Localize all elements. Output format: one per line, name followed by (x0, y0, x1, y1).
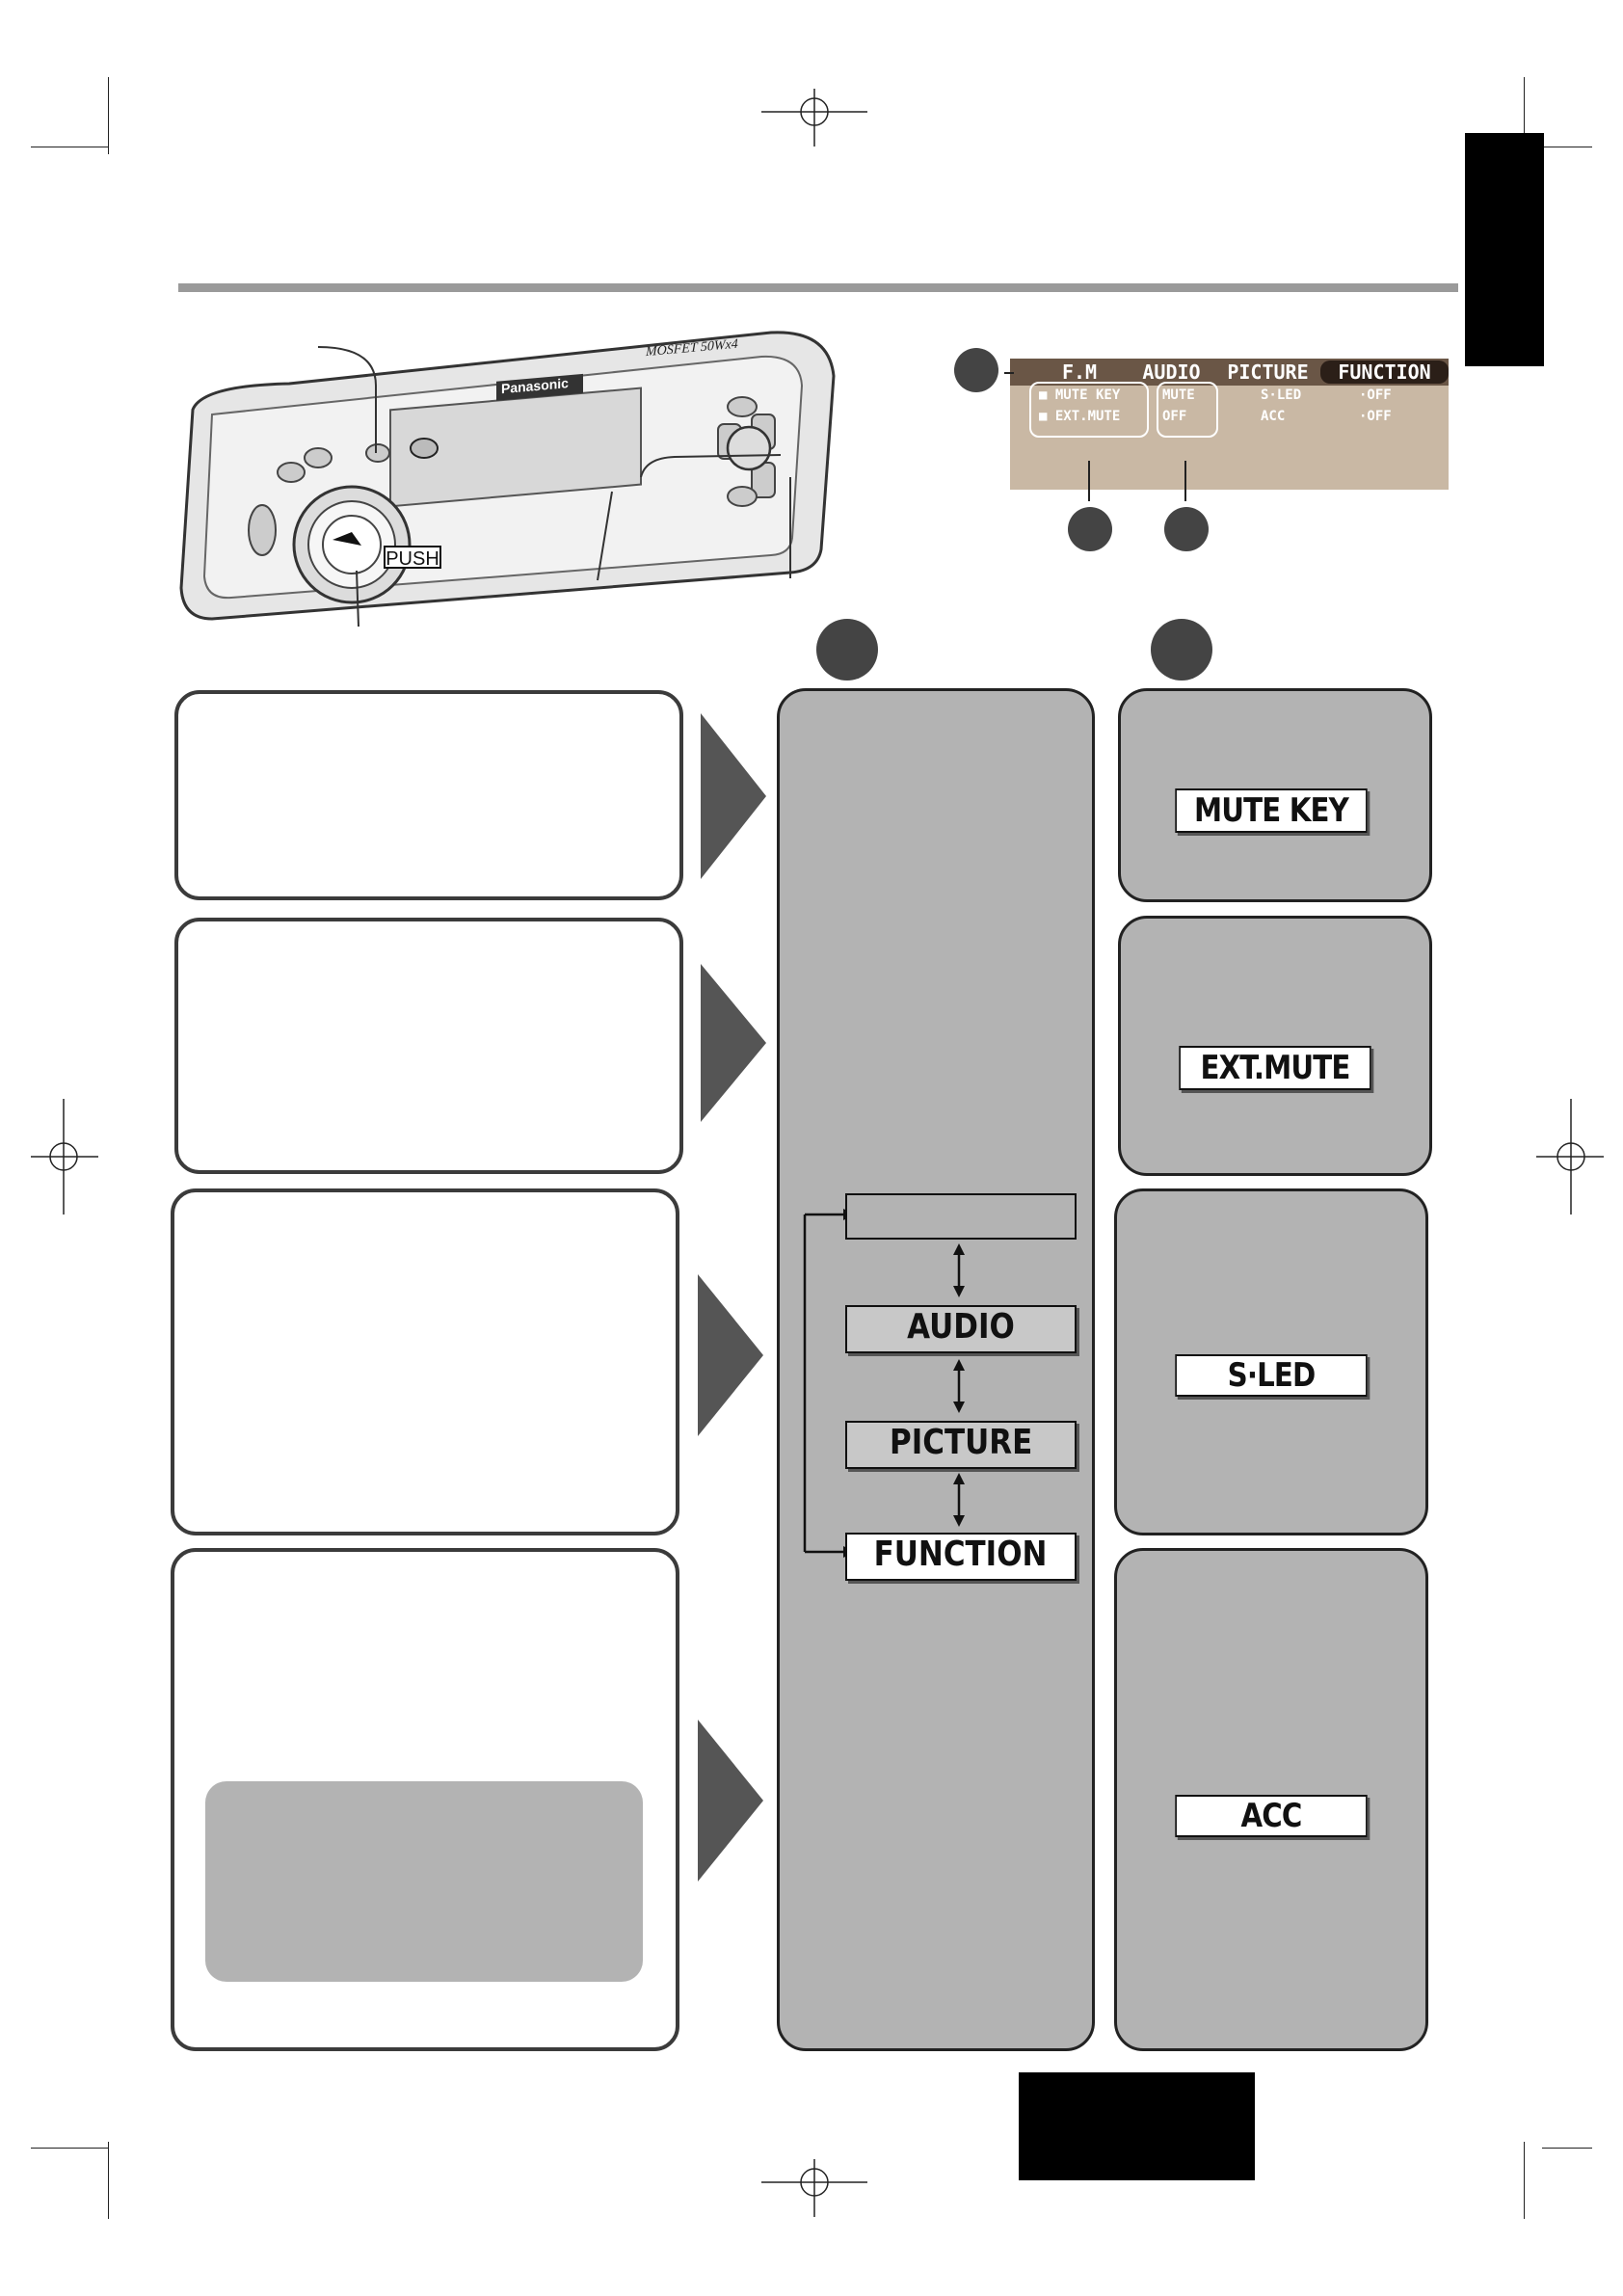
crop-mark (1524, 77, 1525, 154)
setting-label-mute-key: MUTE KEY (1175, 788, 1368, 833)
crop-mark (108, 2142, 109, 2219)
crop-mark (1524, 2142, 1525, 2219)
brand-logo: Panasonic (501, 375, 569, 396)
step-box-2 (174, 918, 683, 1174)
step-arrow-4 (698, 1720, 763, 1882)
crop-mark (1542, 2148, 1592, 2149)
mode-cycle-arrows (803, 1209, 965, 1558)
page-number-box (1019, 2072, 1255, 2180)
lcd-row1-item: ■ MUTE KEY (1039, 387, 1121, 403)
column-dot-setting (1151, 619, 1212, 681)
setting-label-acc: ACC (1175, 1795, 1368, 1837)
step-arrow-1 (701, 713, 766, 879)
mode-item-blank (845, 1193, 1077, 1240)
registration-mark-right (1536, 1099, 1604, 1215)
setting-label-ext-mute: EXT.MUTE (1179, 1046, 1371, 1090)
registration-mark-top (761, 89, 867, 147)
callout-dot-3 (1164, 507, 1209, 551)
lcd-row1-item2: S·LED (1261, 387, 1302, 403)
lcd-row2-value2: ·OFF (1359, 409, 1392, 424)
crop-mark (31, 2148, 108, 2149)
callout-dot-1 (954, 348, 998, 392)
lcd-row2-item: ■ EXT.MUTE (1039, 409, 1121, 424)
push-label: PUSH (384, 546, 441, 570)
mode-item-audio: AUDIO (845, 1305, 1077, 1353)
lcd-tab-function: FUNCTION (1320, 360, 1449, 384)
lcd-row2-value: OFF (1162, 409, 1187, 424)
callout-dot-2 (1068, 507, 1112, 551)
step-box-1 (174, 690, 683, 900)
lcd-row2-item2: ACC (1261, 409, 1286, 424)
lcd-function-menu: F.M AUDIO PICTURE FUNCTION ■ MUTE KEY MU… (1010, 359, 1449, 490)
step-arrow-2 (701, 964, 766, 1122)
step-arrow-3 (698, 1274, 763, 1436)
mode-select-panel (777, 688, 1095, 2051)
section-rule (178, 283, 1458, 292)
stereo-faceplate-illustration: Panasonic MOSFET 50Wx4 (179, 331, 836, 627)
language-tab (1465, 133, 1544, 366)
registration-mark-bottom (761, 2159, 867, 2217)
lcd-tab-fm: F.M (1061, 360, 1098, 384)
setting-label-s-led: S·LED (1175, 1354, 1368, 1397)
note-panel (205, 1781, 643, 1982)
column-dot-mode (816, 619, 878, 681)
lcd-tab-picture: PICTURE (1227, 360, 1309, 384)
lcd-row1-value2: ·OFF (1359, 387, 1392, 403)
mode-item-function: FUNCTION (845, 1533, 1077, 1581)
lcd-row1-value: MUTE (1162, 387, 1195, 403)
lcd-callout-lines (1004, 372, 1186, 501)
step-box-3 (171, 1188, 679, 1535)
lcd-tab-audio: AUDIO (1142, 360, 1201, 384)
crop-mark (108, 77, 109, 154)
mode-item-picture: PICTURE (845, 1421, 1077, 1469)
registration-mark-left (31, 1099, 98, 1215)
